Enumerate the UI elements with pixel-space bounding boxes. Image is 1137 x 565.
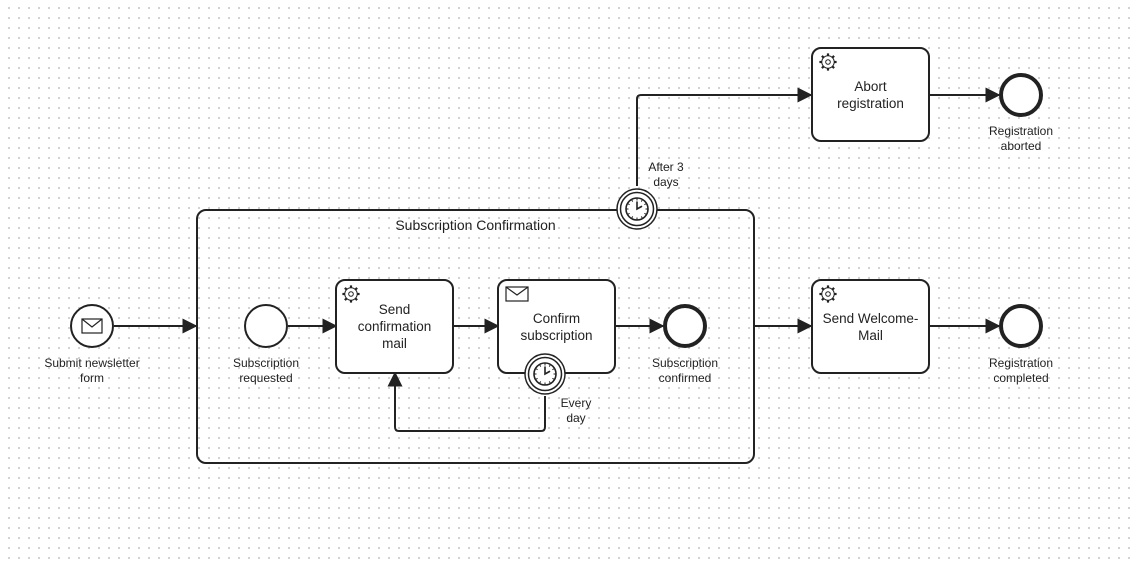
label-registration-aborted: Registration aborted [988, 124, 1054, 153]
flow-daily-timer-to-send-mail[interactable] [387, 371, 546, 432]
sequence-flows [114, 87, 1001, 432]
task-label-send-welcome-mail: Send Welcome- Mail [822, 310, 919, 343]
label-subscription-confirmed: Subscription confirmed [651, 356, 719, 385]
task-label-send-confirmation-mail: Send confirmation mail [357, 302, 432, 351]
task-label-abort-registration: Abort registration [837, 78, 904, 111]
envelope-icon [505, 286, 529, 302]
start-event-submit-form[interactable] [70, 304, 114, 348]
end-event-registration-aborted[interactable] [999, 73, 1043, 117]
boundary-timer-every-day[interactable] [524, 353, 566, 395]
end-event-subscription-confirmed[interactable] [663, 304, 707, 348]
task-label-confirm-subscription: Confirm subscription [520, 310, 593, 343]
task-send-welcome-mail[interactable] [811, 279, 930, 374]
flow-3days-timer-to-abort[interactable] [636, 87, 813, 186]
label-every-day: Every day [560, 396, 592, 425]
label-registration-completed: Registration completed [988, 356, 1054, 385]
end-event-registration-completed[interactable] [999, 304, 1043, 348]
start-event-subscription-requested[interactable] [244, 304, 288, 348]
subprocess-subscription-confirmation[interactable] [196, 209, 755, 464]
label-after-3-days: After 3 days [648, 160, 684, 189]
label-submit-newsletter-form: Submit newsletter form [44, 356, 140, 385]
envelope-icon [81, 318, 103, 334]
clock-icon [625, 197, 649, 221]
label-subscription-requested: Subscription requested [232, 356, 300, 385]
task-abort-registration[interactable] [811, 47, 930, 142]
boundary-timer-after-3-days[interactable] [616, 188, 658, 230]
subprocess-title: Subscription Confirmation [395, 217, 556, 233]
task-send-confirmation-mail[interactable] [335, 279, 454, 374]
